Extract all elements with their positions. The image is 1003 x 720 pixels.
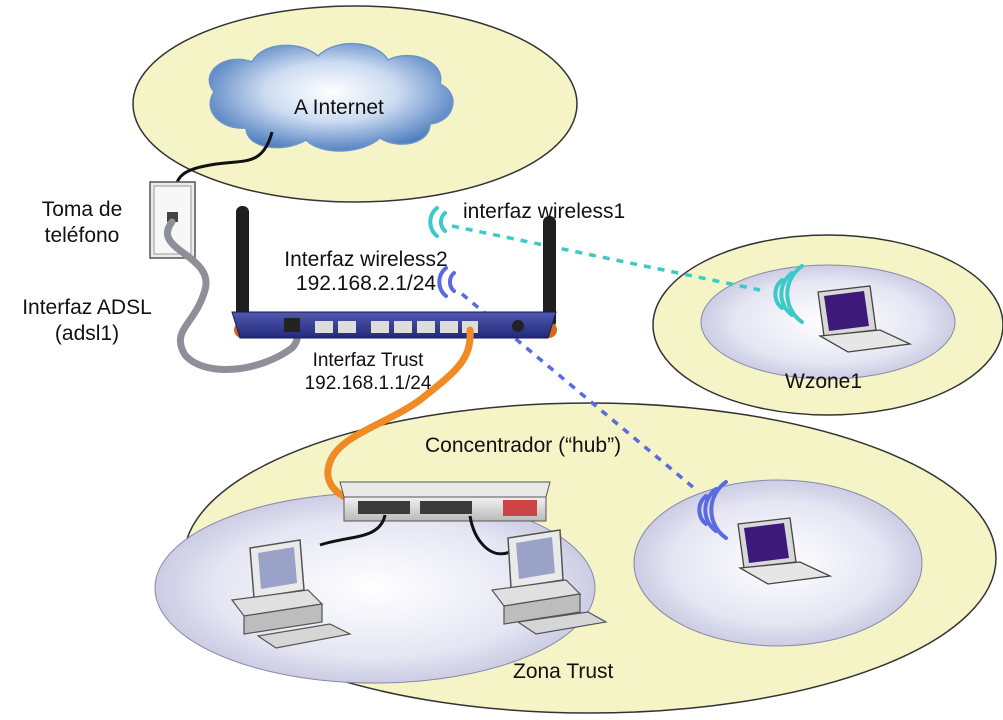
phone-jack-label-line2: teléfono bbox=[44, 224, 120, 247]
trust-zone-label: Zona Trust bbox=[513, 660, 614, 683]
pc-left-cable bbox=[319, 514, 387, 547]
laptop-trust-icon bbox=[737, 517, 833, 585]
wireless2-label-line1: Interfaz wireless2 bbox=[284, 248, 448, 271]
wireless2-link bbox=[460, 292, 696, 490]
pc-left-icon bbox=[230, 539, 352, 649]
wireless1-label: interfaz wireless1 bbox=[463, 200, 626, 223]
wireless1-link bbox=[451, 224, 761, 292]
trust-cable bbox=[324, 326, 474, 512]
adsl-cable bbox=[164, 218, 302, 373]
trust-interface-label-line2: 192.168.1.1/24 bbox=[304, 373, 432, 394]
wireless2-signal-icon bbox=[437, 266, 456, 298]
trust-laptop-signal-icon bbox=[697, 480, 728, 540]
trust-interface-label-line1: Interfaz Trust bbox=[312, 350, 424, 371]
router-icon bbox=[231, 206, 557, 339]
wireless2-label-line2: 192.168.2.1/24 bbox=[295, 272, 437, 295]
pc-right-cable bbox=[468, 515, 511, 556]
hub-icon bbox=[339, 481, 551, 522]
pc-right-icon bbox=[490, 529, 608, 635]
wzone1-label: Wzone1 bbox=[785, 370, 863, 393]
internet-cloud-icon bbox=[208, 43, 454, 152]
hub-label: Concentrador (“hub”) bbox=[425, 434, 622, 457]
internet-cable bbox=[174, 131, 274, 187]
phone-jack-label-line1: Toma de bbox=[41, 198, 123, 221]
internet-zone bbox=[132, 5, 578, 203]
wireless1-signal-icon bbox=[428, 206, 447, 238]
internet-label: A Internet bbox=[294, 96, 384, 119]
laptop-wzone1-icon bbox=[817, 285, 913, 353]
adsl-interface-label-line2: (adsl1) bbox=[54, 322, 120, 345]
wzone1-laptop-signal-icon bbox=[773, 264, 804, 324]
adsl-interface-label-line1: Interfaz ADSL bbox=[22, 296, 152, 319]
